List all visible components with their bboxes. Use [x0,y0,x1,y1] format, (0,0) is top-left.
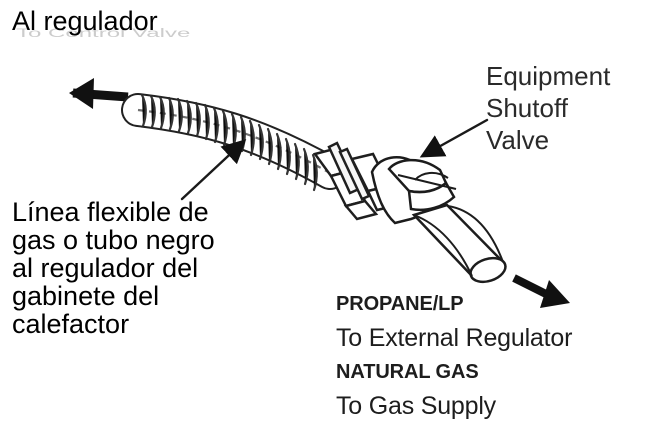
spanish-label-line-5: calefactor [12,309,130,339]
label-leaders [180,118,489,201]
top-label: Al regulador [12,6,158,36]
natural-gas-label: NATURAL GAS [336,361,479,383]
spanish-label-line-2: gas o tubo negro [12,225,215,255]
valve-label-line-2: Shutoff [486,93,568,123]
flexible-gas-line [121,93,347,192]
spanish-label: Línea flexible de gas o tubo negro al re… [12,198,252,338]
valve-label-line-1: Equipment [486,61,611,91]
outlet-pipe [411,203,507,284]
gas-type-labels: PROPANE/LP To External Regulator NATURAL… [336,287,646,423]
propane-label: PROPANE/LP [336,293,464,315]
valve-label: Equipment Shutoff Valve [486,60,626,156]
spanish-label-line-1: Línea flexible de [12,197,209,227]
left-flow-arrow [69,78,129,109]
valve-label-line-3: Valve [486,125,550,155]
natural-gas-subtitle: To Gas Supply [336,392,496,420]
ghost-top-label: To Control Valve [16,27,191,40]
propane-subtitle: To External Regulator [336,324,573,352]
equipment-shutoff-valve [370,155,457,225]
spanish-label-line-3: al regulador del [12,253,199,283]
spanish-label-line-4: gabinete del [12,281,160,311]
right-flow-arrow [512,274,570,308]
